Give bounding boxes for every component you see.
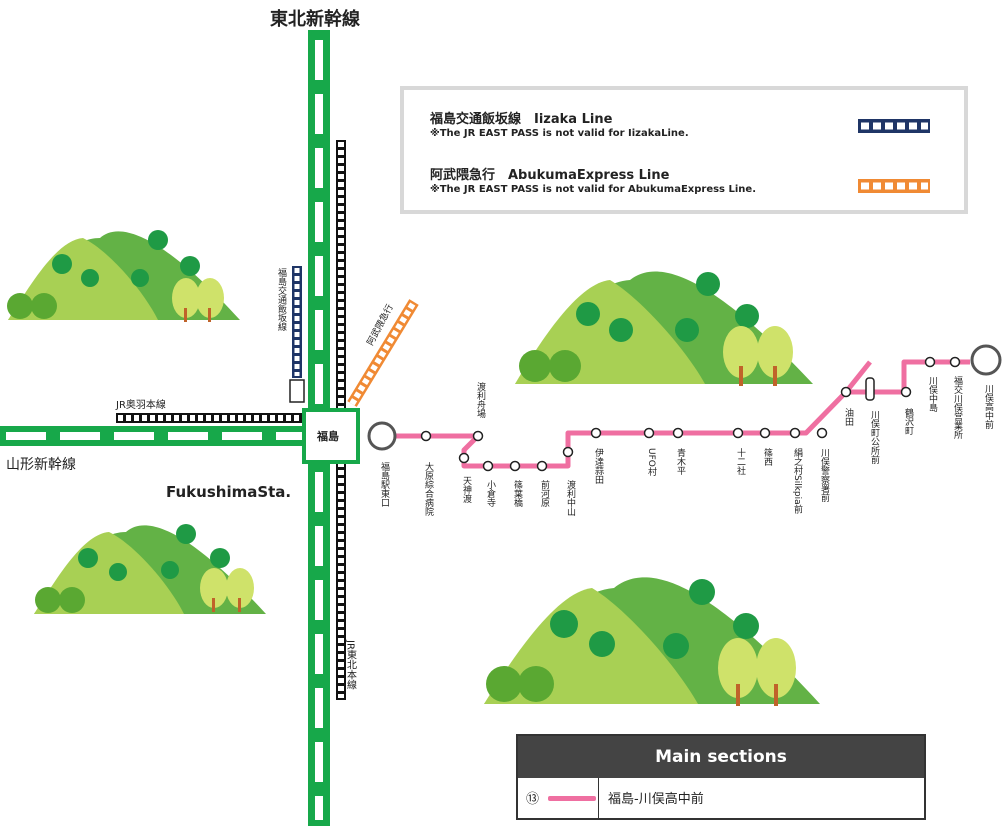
yamagata-shinkansen-line [0, 426, 310, 446]
mountain-top-left [7, 230, 240, 322]
bus-stop-label: 福島駅東口 [379, 461, 390, 507]
bus-stop-dot[interactable] [840, 386, 852, 398]
bus-stop-dot[interactable] [482, 460, 494, 472]
main-sections-box: Main sections ⑬ 福島-川俣高中前 [516, 734, 926, 820]
legend-iizaka-title: 福島交通飯坂線 Iizaka Line [430, 112, 613, 127]
bus-stop-label: 福交川俣営業所 [952, 375, 963, 440]
bus-stop-label: 油田 [843, 407, 854, 427]
main-section-row[interactable]: ⑬ 福島-川俣高中前 [518, 778, 924, 818]
bus-stop-label: 前河原 [539, 479, 550, 507]
yamagata-shinkansen-label: 山形新幹線 [6, 456, 76, 473]
bus-stop-label: 青木平 [675, 447, 686, 476]
bus-stop-label: 篠葉橋 [512, 479, 523, 508]
bus-stop-dot[interactable] [949, 356, 961, 368]
main-section-divider [598, 778, 599, 818]
fukushima-sta-en-label: FukushimaSta. [166, 483, 291, 501]
bus-stop-label: 川俣警察署前 [819, 448, 830, 503]
bus-stops [420, 356, 961, 472]
bus-stop-dot[interactable] [643, 427, 655, 439]
tohoku-main-line-label: JR東北本線 [345, 639, 357, 690]
bus-stop-dot[interactable] [924, 356, 936, 368]
bus-stop-label: 十二社 [735, 447, 746, 476]
mountain-center [515, 271, 813, 386]
bus-stop-dot[interactable] [536, 460, 548, 472]
bus-stop-dot[interactable] [816, 427, 828, 439]
bus-stop-label: 川俣中島 [927, 376, 938, 413]
jr-ou-main-line [116, 413, 306, 423]
bus-stop-dot[interactable] [900, 386, 912, 398]
bus-stop-dot[interactable] [562, 446, 574, 458]
bus-stop-label: UFO村 [646, 448, 657, 476]
mountain-bottom-right [484, 577, 820, 706]
bus-stop-label: 小倉寺 [485, 480, 496, 507]
bus-stop-label: 川俣高中前 [983, 384, 994, 430]
bus-stop-dot[interactable] [458, 452, 470, 464]
bus-stop-label: 篠西 [762, 447, 773, 467]
tohoku-shinkansen-label: 東北新幹線 [270, 8, 360, 30]
bus-stop-dot[interactable] [509, 460, 521, 472]
bus-stop-label: 大原綜合病院 [423, 461, 434, 517]
bus-stop-label: 絹之村Silkpia前 [792, 447, 803, 515]
bus-stop-dot[interactable] [732, 427, 744, 439]
legend-abukuma-title: 阿武隈急行 AbukumaExpress Line [430, 168, 670, 183]
bus-stop-dot[interactable] [789, 427, 801, 439]
terminal-fukushima-east[interactable] [367, 421, 397, 451]
stop-marker-kawamata-office [865, 377, 875, 401]
bus-route-13 [382, 359, 970, 469]
bus-stop-dot[interactable] [472, 430, 484, 442]
bus-stop-label: 渡利中山 [565, 479, 576, 516]
bus-stop-dot[interactable] [672, 427, 684, 439]
bus-stop-label: 川俣町公所前 [869, 410, 880, 465]
bus-stop-label: 伊達蒜田 [593, 447, 604, 485]
legend-iizaka-note: ※The JR EAST PASS is not valid for Iizak… [430, 128, 689, 139]
bus-stop-label: 鶴沢町 [903, 407, 914, 435]
legend-abukuma-note: ※The JR EAST PASS is not valid for Abuku… [430, 184, 756, 195]
abukuma-express-line [347, 299, 419, 407]
iizaka-line-vertical-label: 福島交通飯坂線 [276, 267, 287, 331]
bus-stop-dot[interactable] [590, 427, 602, 439]
bus-stop-dot[interactable] [759, 427, 771, 439]
bus-stop-dot[interactable] [420, 430, 432, 442]
iizaka-line [289, 266, 305, 403]
main-section-text: 福島-川俣高中前 [608, 792, 704, 807]
fukushima-station-label: 福島 [316, 429, 339, 443]
legend-iizaka-swatch [858, 118, 930, 133]
legend-box: 福島交通飯坂線 Iizaka Line ※The JR EAST PASS is… [400, 86, 968, 214]
mountain-bottom-left [34, 524, 266, 614]
main-section-line-swatch [548, 796, 596, 801]
bus-stop-label: 渡利舟場 [475, 381, 486, 419]
main-section-number: ⑬ [526, 792, 540, 807]
main-sections-header: Main sections [518, 736, 924, 778]
bus-stop-label: 天神渡 [461, 476, 472, 504]
terminal-kawamata-high[interactable] [970, 344, 1002, 376]
legend-abukuma-swatch [858, 178, 930, 193]
ou-main-line-label: JR奥羽本線 [115, 398, 166, 411]
fukushima-station-box[interactable] [302, 408, 360, 464]
